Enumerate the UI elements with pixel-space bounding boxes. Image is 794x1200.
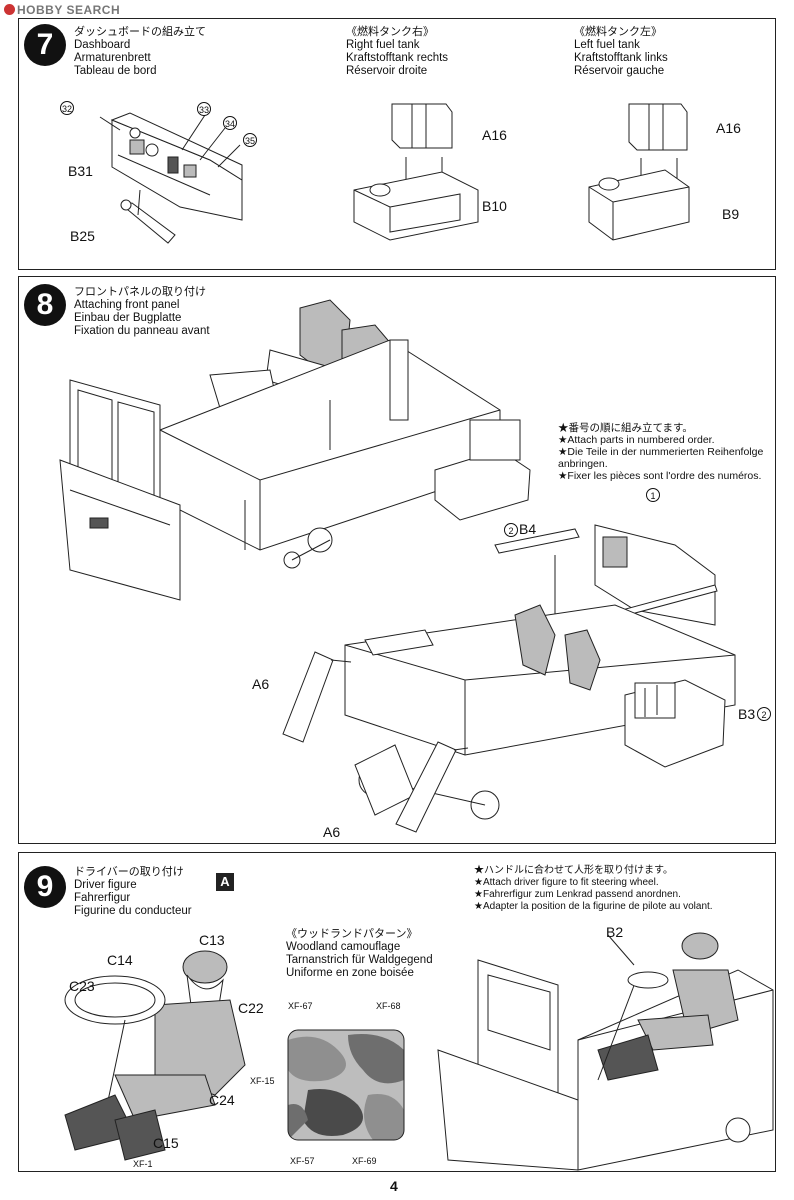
- jp-text: ドライバーの取り付け: [74, 866, 184, 878]
- a6-panel-bottom: [395, 741, 469, 833]
- seq-2-marker-b3: 2: [757, 707, 771, 721]
- right-fuel-tank-drawing: [353, 103, 479, 241]
- fr-text: Fixation du panneau avant: [74, 325, 210, 337]
- jp-text: フロントパネルの取り付け: [74, 286, 206, 298]
- en-text: Attaching front panel: [74, 299, 180, 311]
- part-c24-label: C24: [209, 1092, 235, 1108]
- en-text: Woodland camouflage: [286, 941, 401, 953]
- camo-title: 《ウッドランドパターン》 Woodland camouflage Tarnans…: [286, 928, 433, 980]
- fr-text: ★Fixer les pièces sont l'ordre des numér…: [558, 470, 762, 482]
- decal-33-marker: 33: [197, 102, 211, 116]
- part-b2-label: B2: [606, 924, 624, 940]
- part-a6-bottom-label: A6: [323, 824, 341, 840]
- decal-35-marker: 35: [243, 133, 257, 147]
- part-c13-label: C13: [199, 932, 225, 948]
- paint-set-a-badge: A: [216, 873, 234, 891]
- upper-hull-drawing: [59, 299, 531, 601]
- woodland-camo-swatch: [287, 1029, 405, 1141]
- part-b9-label: B9: [722, 206, 740, 222]
- part-c23-label: C23: [69, 978, 95, 994]
- logo-mark-icon: [4, 4, 15, 15]
- part-c14-label: C14: [107, 952, 133, 968]
- jp-text: ダッシュボードの組み立て: [74, 26, 206, 38]
- part-c22-label: C22: [238, 1000, 264, 1016]
- step7-left-tank-title: 《燃料タンク左》 Left fuel tank Kraftstofftank l…: [574, 26, 668, 78]
- jp-text: ★番号の順に組み立てます。: [558, 422, 693, 434]
- en-text: Right fuel tank: [346, 39, 420, 51]
- en-text: Driver figure: [74, 879, 137, 891]
- dashboard-drawing: [99, 112, 243, 244]
- fr-text: Figurine du conducteur: [74, 905, 192, 917]
- de-text: ★Fahrerfigur zum Lenkrad passend anordne…: [474, 889, 681, 900]
- de-text-line1: ★Die Teile in der nummerierten Reihenfol…: [558, 446, 764, 458]
- de-text: Fahrerfigur: [74, 892, 131, 904]
- part-b31-label: B31: [68, 163, 93, 179]
- step8-number: 8: [24, 284, 66, 326]
- en-text: ★Attach parts in numbered order.: [558, 434, 715, 446]
- driver-figure-drawing: [64, 950, 246, 1161]
- step9-fit-note: ★ハンドルに合わせて人形を取り付けます。 ★Attach driver figu…: [474, 865, 713, 913]
- paint-xf1-label: XF-1: [133, 1159, 153, 1169]
- step7-right-tank-title: 《燃料タンク右》 Right fuel tank Kraftstofftank …: [346, 26, 448, 78]
- seq-1-marker: 1: [646, 488, 660, 502]
- part-c15-label: C15: [153, 1135, 179, 1151]
- fr-text: Uniforme en zone boisée: [286, 967, 414, 979]
- seq-2-marker-b4: 2: [504, 523, 518, 537]
- left-fuel-tank-drawing: [588, 103, 690, 241]
- jp-text: ★ハンドルに合わせて人形を取り付けます。: [474, 865, 673, 876]
- part-a16-left-label: A16: [716, 120, 741, 136]
- de-text-line2: anbringen.: [558, 458, 608, 470]
- part-b10-label: B10: [482, 198, 507, 214]
- fr-text: Réservoir droite: [346, 65, 428, 77]
- de-text: Kraftstofftank rechts: [346, 52, 449, 64]
- jp-text: 《燃料タンク右》: [346, 26, 434, 38]
- paint-xf68-label: XF-68: [376, 1001, 401, 1011]
- de-text: Einbau der Bugplatte: [74, 312, 182, 324]
- paint-xf15-label: XF-15: [250, 1076, 275, 1086]
- part-b25-label: B25: [70, 228, 95, 244]
- paint-xf69-label: XF-69: [352, 1156, 377, 1166]
- en-text: ★Attach driver figure to fit steering wh…: [474, 877, 659, 888]
- paint-xf67-label: XF-67: [288, 1001, 313, 1011]
- en-text: Left fuel tank: [574, 39, 640, 51]
- step9-title: ドライバーの取り付け Driver figure Fahrerfigur Fig…: [74, 866, 192, 918]
- en-text: Dashboard: [74, 39, 131, 51]
- de-text: Kraftstofftank links: [574, 52, 668, 64]
- watermark-logo: HOBBY SEARCH: [4, 3, 120, 17]
- jp-text: 《燃料タンク左》: [574, 26, 662, 38]
- fr-text: Tableau de bord: [74, 65, 157, 77]
- part-a6-top-label: A6: [252, 676, 270, 692]
- de-text: Tarnanstrich für Waldgegend: [286, 954, 433, 966]
- step8-title: フロントパネルの取り付け Attaching front panel Einba…: [74, 286, 210, 338]
- step7-dashboard-title: ダッシュボードの組み立て Dashboard Armaturenbrett Ta…: [74, 26, 206, 78]
- decal-34-marker: 34: [223, 116, 237, 130]
- step7-number: 7: [24, 24, 66, 66]
- fr-text: ★Adapter la position de la figurine de p…: [474, 901, 713, 912]
- step9-number: 9: [24, 866, 66, 908]
- jp-text: 《ウッドランドパターン》: [286, 928, 418, 940]
- part-a16-right-label: A16: [482, 127, 507, 143]
- lower-hull-drawing: [344, 524, 736, 820]
- paint-xf57-label: XF-57: [290, 1156, 315, 1166]
- part-b3-label: B3: [738, 706, 756, 722]
- driver-installed-drawing: [437, 932, 774, 1171]
- decal-32-marker: 32: [60, 101, 74, 115]
- part-b4-label: B4: [519, 521, 537, 537]
- page-number: 4: [390, 1178, 398, 1194]
- a6-panel-top: [282, 651, 352, 743]
- de-text: Armaturenbrett: [74, 52, 151, 64]
- step8-order-note: ★番号の順に組み立てます。 ★Attach parts in numbered …: [558, 422, 763, 482]
- fr-text: Réservoir gauche: [574, 65, 665, 77]
